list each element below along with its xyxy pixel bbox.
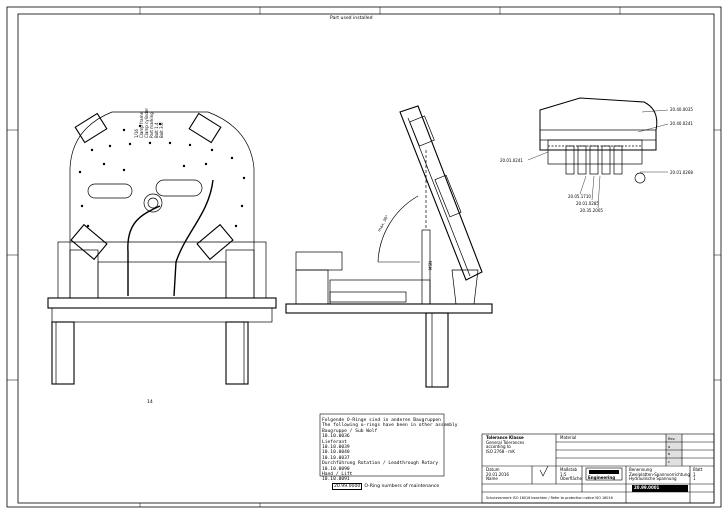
front-view-holes — [78, 122, 246, 228]
callout-20-01-0268: 20.01.0268 — [670, 170, 693, 175]
note-line: 10.10.0090 — [322, 466, 350, 472]
note-line: Baugruppe / Sub Wolf — [322, 428, 378, 434]
svg-text:Clamp frame: Clamp frame — [139, 112, 144, 138]
surface-finish-symbol — [539, 465, 549, 477]
o-ring-note-box: Folgende O-Ringe sind in anderen Baugrup… — [322, 418, 472, 483]
scale-label: Maßstab — [560, 467, 578, 472]
note-line: Lieferant — [322, 439, 347, 445]
note-line: 10.10.0039 — [322, 445, 350, 451]
callout-20-01-0285: 20.01.0285 — [576, 201, 599, 206]
sheet-label: Blatt — [693, 467, 703, 472]
drawing-number: 20.99.0001 — [634, 485, 660, 490]
callout-20-05-1710: 20.05.1710 — [568, 194, 591, 199]
revision-column: Rev. a b c — [668, 437, 676, 464]
front-view-sheet-mark: 14 — [147, 399, 153, 405]
tolerance-line: General Tolerances — [486, 439, 525, 445]
drawing-title: Benennung Zweiplatten-Spannvorrichtung H… — [629, 467, 690, 482]
note-line: 10.10.0036 — [322, 434, 350, 440]
svg-text:Clamp cylinder: Clamp cylinder — [144, 108, 149, 138]
reference-code: 20.99.0000 — [332, 483, 363, 490]
callout-20-01-0241: 20.01.0241 — [500, 158, 523, 163]
callout-20-40-0035: 20.40.0035 — [670, 107, 693, 112]
front-view — [47, 111, 277, 385]
surface-label: Oberfläche — [560, 476, 582, 482]
side-view — [285, 105, 493, 388]
note-line: The following o-rings have been in other… — [322, 423, 458, 429]
protection-notice: Schutzvermerk ISO 16016 beachten / Refer… — [486, 496, 613, 500]
svg-text:Part marking: Part marking — [149, 112, 154, 138]
scale-value: 1:5 — [560, 471, 567, 477]
title-line: Benennung — [629, 467, 652, 472]
sheet-field: Blatt 1 1 — [693, 467, 703, 482]
revision-indicator — [666, 435, 682, 465]
note-line: Hand / Lift — [322, 472, 353, 478]
callout-20-40-0241: 20.40.0241 — [670, 121, 693, 126]
side-view-angle-label: max. 30° — [376, 214, 389, 233]
svg-text:Bolt 3.6: Bolt 3.6 — [159, 122, 164, 138]
date-label: Datum — [486, 467, 500, 472]
title-line: Zweiplatten-Spannvorrichtung — [629, 471, 690, 477]
material-field: Material — [560, 435, 577, 441]
frame-zone-ticks — [7, 7, 721, 507]
note-line: 10.10.0040 — [322, 450, 350, 456]
date-field: Datum 20.01.2016 Name — [486, 467, 509, 482]
svg-text:Bolt 1.4: Bolt 1.4 — [154, 122, 159, 138]
note-box-frame — [319, 413, 445, 477]
scale-field: Maßstab 1:5 Oberfläche — [560, 467, 582, 482]
sheet-of-value: 1 — [693, 476, 696, 482]
note-line: Folgende O-Ringe sind in anderen Baugrup… — [322, 418, 441, 423]
company-name: Engineering — [588, 475, 616, 480]
svg-text:1/16: 1/16 — [134, 129, 139, 138]
title-line: Hydraulische Spannung — [629, 476, 677, 482]
drawing-top-title: Part used installed — [330, 15, 373, 21]
date-value: 20.01.2016 — [486, 471, 509, 477]
detail-view — [539, 97, 658, 184]
tolerance-line: ISO 2768 - mK — [486, 448, 515, 454]
note-line: 10.10.0091 — [322, 477, 350, 483]
note-line: Durchführung Rotation / Leadthrough Rota… — [322, 461, 439, 467]
callout-20-35-2005: 20.35.2005 — [580, 208, 603, 213]
name-label: Name — [486, 476, 498, 482]
note-line: 10.10.0037 — [322, 455, 350, 461]
company-logo — [585, 467, 623, 481]
sheet-value: 1 — [693, 471, 696, 477]
side-view-note: MSN — [428, 261, 433, 270]
material-label: Material — [560, 435, 577, 440]
tolerance-title: Tolerance Klasse — [486, 435, 524, 440]
reference-text: O-Ring numbers of maintenance — [364, 484, 440, 489]
vertical-legend: 1/16 Clamp frame Clamp cylinder Part mar… — [134, 108, 164, 138]
drawing-number-field — [632, 485, 688, 492]
tolerance-line: according to — [486, 444, 511, 450]
detail-callout-leaders — [527, 109, 669, 209]
tolerance-block: Tolerance Klasse General Tolerances acco… — [486, 435, 525, 454]
